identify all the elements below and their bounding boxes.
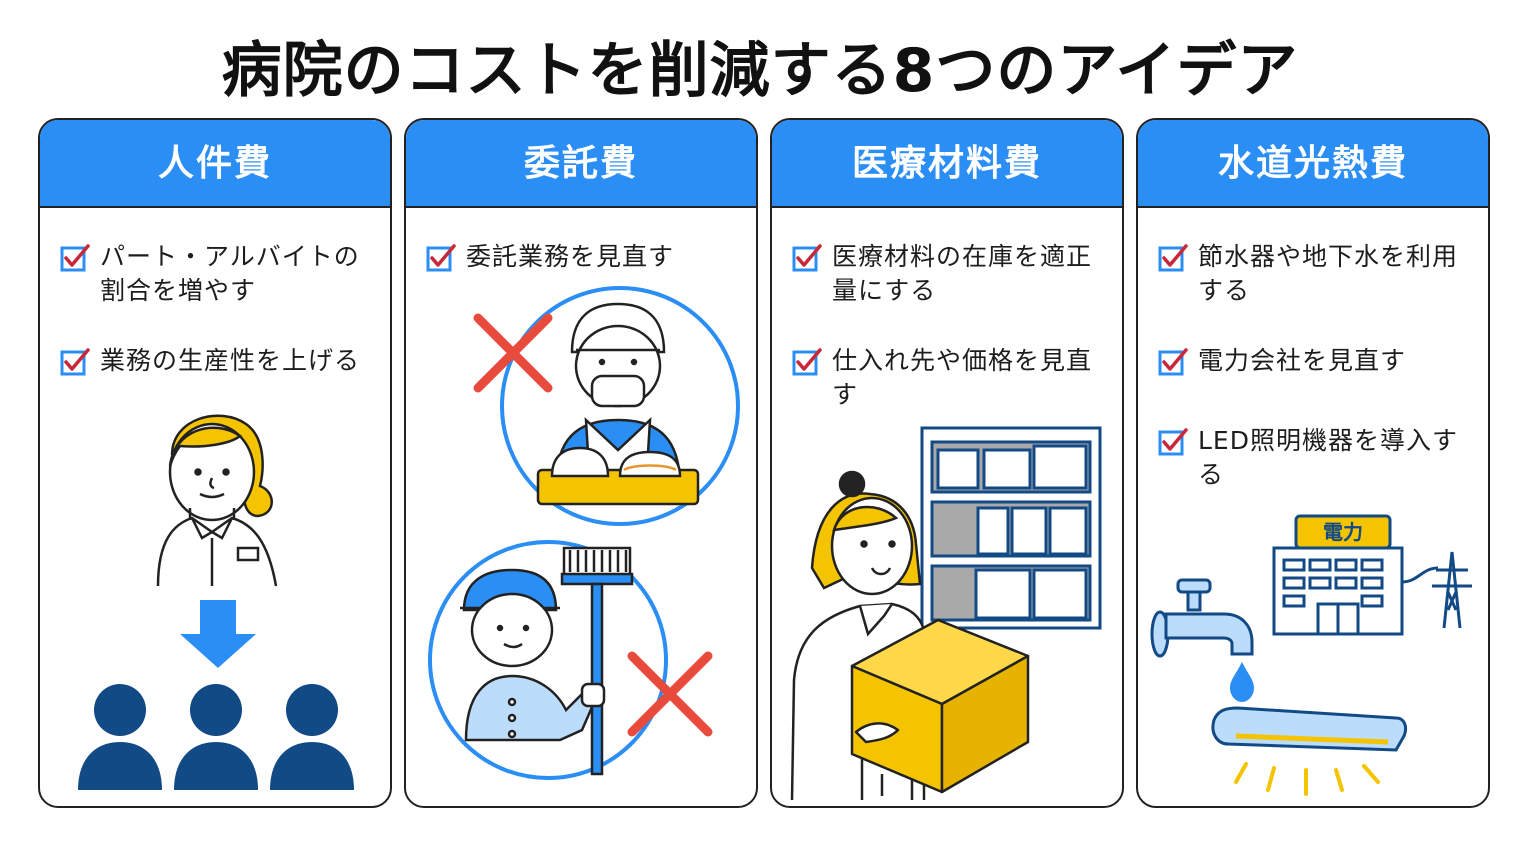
- card-header-outsourcing-cost: 委託費: [406, 120, 756, 208]
- cardboard-box-icon: [850, 618, 1030, 794]
- checklist-item-text: 電力会社を見直す: [1198, 346, 1407, 375]
- checklist-item: 委託業務を見直す: [426, 240, 746, 274]
- checklist-item-text: 委託業務を見直す: [466, 242, 675, 271]
- utilities-illustration: 電力: [1150, 514, 1472, 796]
- card-header-medical-supplies-cost: 医療材料費: [772, 120, 1122, 208]
- card-header-utilities-cost: 水道光熱費: [1138, 120, 1488, 208]
- water-faucet-icon: [1150, 578, 1254, 658]
- storage-shelf-icon: [920, 426, 1102, 630]
- checklist-item-text: 業務の生産性を上げる: [100, 346, 361, 375]
- card-header-personnel-cost: 人件費: [40, 120, 390, 208]
- light-rays-icon: [1234, 762, 1380, 796]
- checklist-item-text: パート・アルバイトの割合を増やす: [100, 242, 360, 305]
- power-company-sign: 電力: [1323, 520, 1363, 544]
- food-service-worker-icon: [500, 286, 740, 526]
- checkbox-checked-icon: [60, 348, 90, 376]
- checklist-item-text: 仕入れ先や価格を見直す: [832, 346, 1093, 409]
- checkbox-checked-icon: [1158, 348, 1188, 376]
- card-personnel-cost: 人件費 パート・アルバイトの割合を増やす 業務の生産性を上げる: [38, 118, 392, 808]
- checklist-item: 電力会社を見直す: [1158, 344, 1478, 378]
- arrow-down-icon: [180, 600, 256, 668]
- page-title: 病院のコストを削減する8つのアイデア: [221, 36, 1299, 106]
- power-pylon-icon: [1432, 551, 1472, 629]
- cross-mark-icon: [473, 313, 553, 393]
- checkbox-checked-icon: [792, 348, 822, 376]
- checklist-item: 節水器や地下水を利用する: [1158, 240, 1478, 308]
- checklist-item: 仕入れ先や価格を見直す: [792, 344, 1112, 412]
- card-utilities-cost: 水道光熱費 節水器や地下水を利用する 電力会社を見直す LED照明機器を導入する: [1136, 118, 1490, 808]
- led-ceiling-light-icon: [1211, 706, 1408, 752]
- card-medical-supplies-cost: 医療材料費 医療材料の在庫を適正量にする 仕入れ先や価格を見直す: [770, 118, 1124, 808]
- power-company-building-icon: [1272, 514, 1439, 636]
- nurse-figure-icon: [156, 414, 278, 587]
- inventory-illustration: [790, 426, 1102, 801]
- checkbox-checked-icon: [60, 244, 90, 272]
- checklist-item-text: LED照明機器を導入する: [1198, 426, 1458, 489]
- cross-mark-icon: [627, 651, 713, 737]
- checkbox-checked-icon: [426, 244, 456, 272]
- water-drop-icon: [1230, 662, 1254, 702]
- outsourced-services-illustration: [428, 286, 740, 780]
- checkbox-checked-icon: [1158, 428, 1188, 456]
- cleaning-staff-icon: [428, 540, 668, 780]
- checklist-item: LED照明機器を導入する: [1158, 424, 1478, 492]
- checklist-item-text: 医療材料の在庫を適正量にする: [832, 242, 1093, 305]
- checklist-item: 医療材料の在庫を適正量にする: [792, 240, 1112, 308]
- checklist-item: パート・アルバイトの割合を増やす: [60, 240, 380, 308]
- checkbox-checked-icon: [1158, 244, 1188, 272]
- part-time-worker-illustration: [78, 414, 354, 790]
- group-of-people-icon: [78, 684, 354, 790]
- checkbox-checked-icon: [792, 244, 822, 272]
- card-outsourcing-cost: 委託費 委託業務を見直す: [404, 118, 758, 808]
- checklist-item-text: 節水器や地下水を利用する: [1198, 242, 1459, 305]
- checklist-item: 業務の生産性を上げる: [60, 344, 380, 378]
